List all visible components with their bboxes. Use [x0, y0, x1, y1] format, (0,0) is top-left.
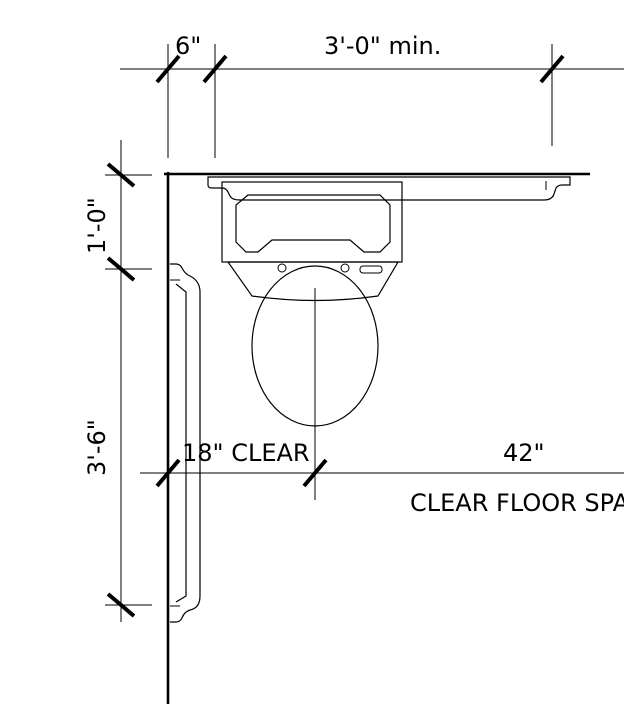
toilet-tank — [221, 181, 403, 263]
side-grab-bar — [170, 263, 201, 623]
rear-grab-bar — [207, 176, 571, 201]
toilet — [221, 181, 403, 427]
tick-mark — [106, 256, 136, 282]
grab-bar-min-label: 3'-0" min. — [324, 32, 441, 60]
toilet-bowl — [251, 265, 379, 427]
walls — [164, 172, 590, 704]
rear-grab-bar-body — [207, 176, 571, 201]
tick-mark — [202, 54, 228, 84]
tick-mark — [302, 458, 328, 488]
seat-hinge — [277, 263, 287, 273]
toilet-tank-lid — [235, 194, 391, 253]
top-dimension — [120, 44, 624, 158]
clear-floor-space-label: CLEAR FLOOR SPACE — [410, 489, 624, 517]
clearance-dimension — [140, 288, 624, 500]
side-grab-bar-body — [170, 263, 201, 623]
flush-handle — [359, 265, 383, 274]
tick-mark — [155, 54, 181, 84]
seat-hinge — [340, 263, 350, 273]
top-offset-label: 1'-0" — [83, 197, 111, 254]
tick-mark — [106, 592, 136, 618]
left-dimension — [105, 140, 152, 622]
side-clear-label: 18" CLEAR — [182, 439, 310, 467]
wall-offset-label: 6" — [175, 32, 201, 60]
side-bar-length-label: 3'-6" — [83, 419, 111, 476]
tick-mark — [106, 162, 136, 188]
tick-mark — [155, 458, 181, 488]
side-grab-bar-inner — [175, 283, 187, 603]
tick-mark — [539, 54, 565, 84]
front-clear-label: 42" — [503, 439, 545, 467]
toilet-bowl-rim — [226, 261, 400, 302]
